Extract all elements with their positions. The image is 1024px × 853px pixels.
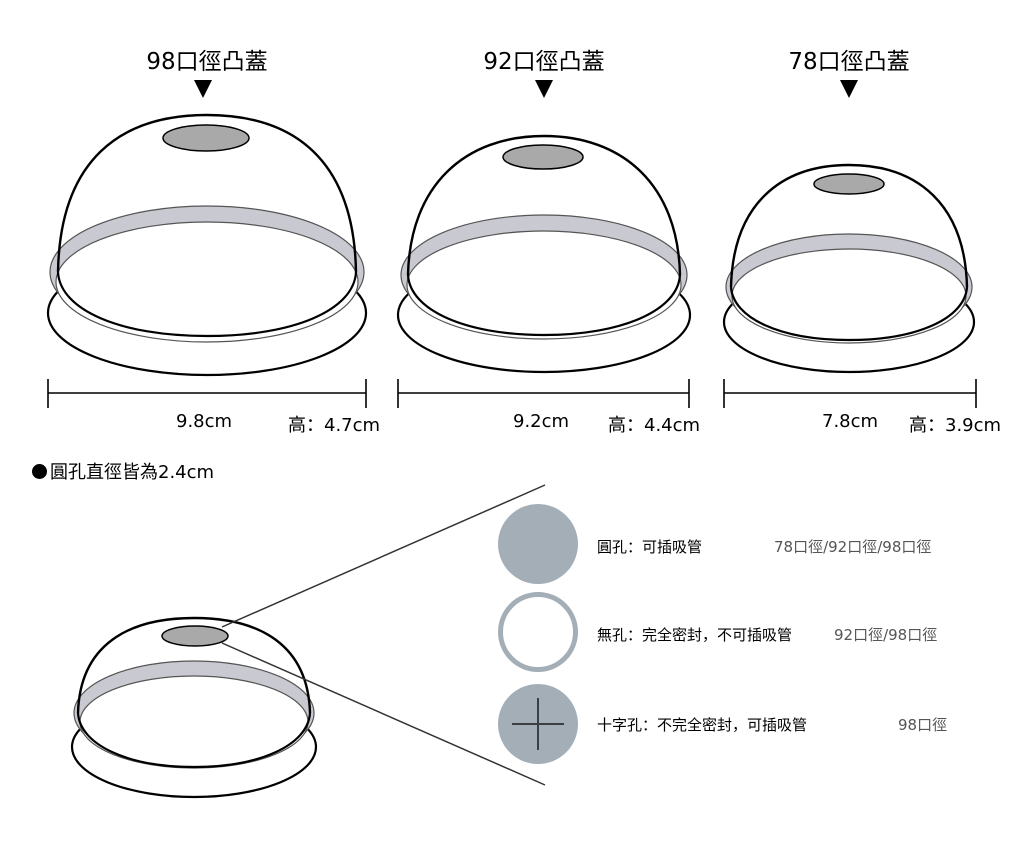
cross-hole-icon (498, 684, 578, 764)
hole-type-round-fits: 78口徑/92口徑/98口徑 (774, 538, 932, 556)
lid-92-drawing (396, 134, 692, 374)
hole-type-none-desc: 無孔：完全密封，不可插吸管 (597, 626, 793, 644)
lid-78-height: 高：3.9cm (909, 415, 1002, 436)
hole-type-none-fits: 92口徑/98口徑 (834, 626, 938, 644)
hole-diameter-note: 圓孔直徑皆為2.4cm (32, 458, 214, 484)
lid-92-height: 高：4.4cm (608, 415, 701, 436)
callout-lines (221, 484, 546, 786)
detail-lid-drawing (70, 616, 318, 799)
bullet-icon (32, 464, 47, 479)
lid-98-dome (56, 113, 358, 273)
lid-98-hole (162, 124, 250, 152)
lid-98-diameter: 9.8cm (176, 411, 233, 432)
lid-98-dome-lower (56, 271, 358, 338)
lid-98-height: 高：4.7cm (288, 415, 381, 436)
lid-92-band-inner (406, 230, 682, 340)
no-hole-icon (498, 592, 578, 672)
lid-98-band-inner (55, 221, 359, 343)
lid-78-dome (729, 163, 969, 288)
note-text: 圓孔直徑皆為2.4cm (50, 462, 215, 483)
down-arrow-icon (194, 80, 212, 98)
lid-92-title: 92口徑凸蓋 (483, 49, 605, 75)
lid-78-title: 78口徑凸蓋 (788, 49, 910, 75)
lid-78-dome-lower (729, 286, 969, 342)
lid-78-diameter: 7.8cm (822, 411, 879, 432)
lid-92-dome (406, 134, 682, 276)
dimension-lines (47, 379, 977, 408)
hole-type-round-desc: 圓孔：可插吸管 (597, 538, 703, 556)
round-hole-icon (498, 504, 578, 584)
lid-78-hole (813, 173, 885, 195)
lid-78-band-inner (731, 248, 967, 344)
lid-92-diameter: 9.2cm (513, 411, 570, 432)
lid-92-hole (502, 144, 584, 170)
lid-92-dome-lower (406, 274, 682, 337)
lid-78-drawing (722, 163, 976, 374)
lid-98-title: 98口徑凸蓋 (146, 49, 268, 75)
down-arrow-icon (840, 80, 858, 98)
hole-type-cross-fits: 98口徑 (898, 716, 948, 734)
hole-type-cross-desc: 十字孔：不完全密封，可插吸管 (597, 716, 808, 734)
down-arrow-icon (535, 80, 553, 98)
lid-98-drawing (46, 113, 368, 377)
